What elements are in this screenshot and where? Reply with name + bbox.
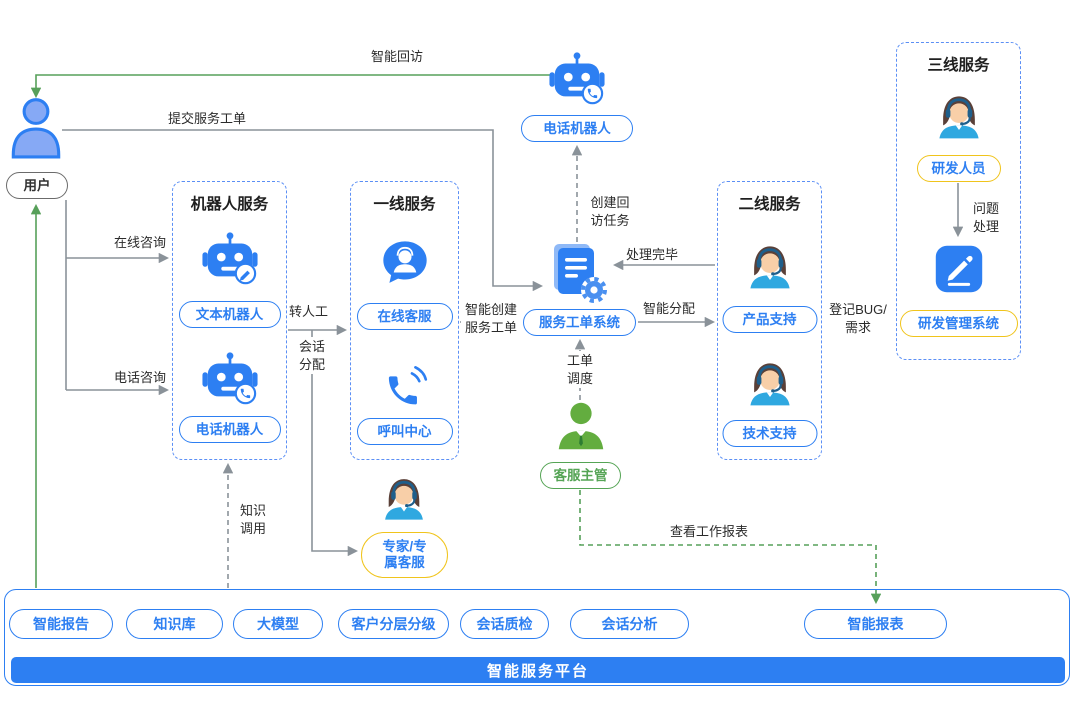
edge-session-assign-line [311,330,359,557]
edge-label-session-assign: 会话 分配 [291,337,333,375]
platform-title: 智能服务平台 [486,662,589,680]
edge-label-create-callback-task: 创建回 访任务 [590,195,630,228]
platform-item-large-model: 大模型 [233,609,323,639]
edge-label-done: 处理完毕 [626,247,679,262]
top-phone-robot-label: 电话机器人 [521,115,633,142]
edge-label-online-consult: 在线咨询 [114,235,167,250]
edge-view-reports-line [579,490,882,605]
online-service-icon [383,241,427,283]
platform-container: 智能报告 知识库 大模型 客户分层分级 会话质检 会话分析 智能报表 智能服务平… [4,589,1070,686]
agent-icon [383,477,425,521]
ticket-system-icon [554,244,607,303]
second-line-title: 二线服务 [738,196,801,213]
edge-smart-callback-line [30,74,553,99]
edge-label-smart-callback: 智能回访 [370,49,423,64]
expert-service-label: 专家/专 属客服 [361,532,448,578]
edge-label-phone-consult: 电话咨询 [114,370,167,385]
supervisor-icon [558,402,604,450]
platform-item-session-qc: 会话质检 [460,609,549,639]
second-line-group: 二线服务 产品支持 技术支持 [717,181,822,460]
platform-item-customer-tiering: 客户分层分级 [338,609,449,639]
phone-robot-label: 电话机器人 [178,416,281,443]
dev-system-icon [935,245,983,293]
edge-label-register-bug: 登记BUG/ 需求 [822,300,894,338]
supervisor-label: 客服主管 [540,462,621,489]
dev-system-label: 研发管理系统 [899,310,1018,337]
platform-item-smart-report: 智能报告 [9,609,113,639]
platform-item-smart-report-table: 智能报表 [804,609,947,639]
first-line-title: 一线服务 [373,196,436,213]
edge-submit-ticket-line [62,129,544,292]
phone-robot-icon [549,52,605,105]
phone-robot-icon [202,352,258,405]
tech-support-label: 技术支持 [722,420,817,447]
robot-service-title: 机器人服务 [190,196,269,213]
first-line-group: 一线服务 在线客服 呼叫中心 [350,181,459,460]
third-line-title: 三线服务 [927,57,990,74]
dev-staff-label: 研发人员 [916,155,1001,182]
text-robot-icon [202,232,258,285]
edge-label-knowledge-call: 知识 调用 [239,503,266,536]
product-support-label: 产品支持 [722,306,817,333]
platform-item-knowledge-base: 知识库 [126,609,223,639]
platform-title-bar: 智能服务平台 [11,657,1065,683]
robot-service-group: 机器人服务 文本机器人 电话机器人 [172,181,287,460]
edge-label-smart-create-ticket: 智能创建 服务工单 [461,300,521,338]
edge-label-submit-ticket: 提交服务工单 [168,111,247,126]
edge-label-view-reports: 查看工作报表 [670,524,749,539]
call-center-icon [388,366,428,405]
edge-label-issue-handling: 问题 处理 [972,201,999,234]
user-label: 用户 [6,172,68,199]
ticket-system-label: 服务工单系统 [523,309,636,336]
edge-label-smart-assign: 智能分配 [643,301,696,316]
edge-label-ticket-dispatch: 工单 调度 [557,351,603,389]
platform-item-session-analysis: 会话分析 [570,609,689,639]
user-icon [11,98,61,159]
text-robot-label: 文本机器人 [178,301,281,328]
call-center-label: 呼叫中心 [356,418,453,445]
edge-label-to-human: 转人工 [289,304,329,319]
online-service-label: 在线客服 [356,303,453,330]
